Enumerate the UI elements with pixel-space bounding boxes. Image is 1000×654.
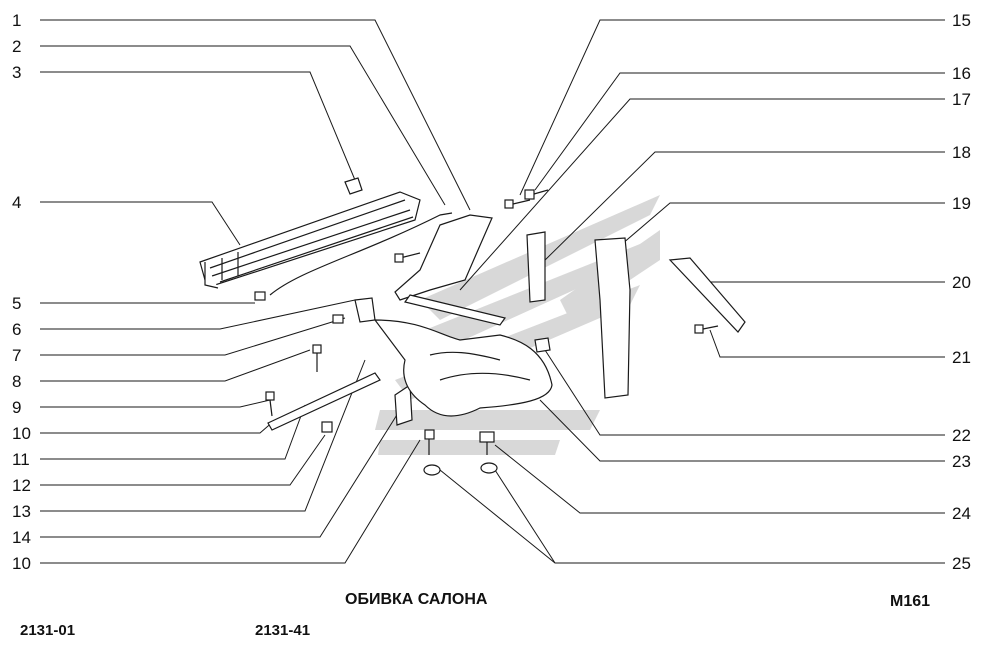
callout-8: 8 [12,372,22,391]
part-12-sill-plate [267,372,381,431]
callout-15: 15 [952,11,971,30]
callout-18: 18 [952,143,971,162]
callout-10-bottom: 10 [12,554,31,573]
callout-16: 16 [952,64,971,83]
parts [199,177,746,476]
callout-17: 17 [952,90,971,109]
leader-lines-right [439,19,945,564]
part-1-pillar-trim [394,214,493,301]
diagram-title: ОБИВКА САЛОНА [345,591,488,608]
part-18-pillar [526,231,546,303]
callout-24: 24 [952,504,971,523]
callout-3: 3 [12,63,22,82]
model-code-right: 2131-41 [255,622,311,639]
part-14-side-trim [394,383,413,426]
callout-23: 23 [952,452,971,471]
callout-2: 2 [12,37,22,56]
callout-6: 6 [12,320,22,339]
part-22-clip [534,337,551,353]
callout-22: 22 [952,426,971,445]
callout-25: 25 [952,554,971,573]
leader-lines-left [40,19,471,564]
part-6-bracket [354,297,376,323]
callout-10: 10 [12,424,31,443]
callout-20: 20 [952,273,971,292]
part-24-fastener [479,431,495,455]
part-20-strip [668,257,746,333]
part-11-nut [321,421,333,433]
part-2-rod [269,212,453,296]
diagram-code: M161 [890,593,931,610]
callout-13: 13 [12,502,31,521]
part-23-floor-trim [373,319,553,417]
part-25-washer-a [423,464,441,476]
callout-7: 7 [12,346,22,365]
callout-12: 12 [12,476,31,495]
part-3-clip [344,177,363,195]
callout-9: 9 [12,398,22,417]
screw-part-4 [394,252,421,263]
callout-1: 1 [12,11,22,30]
model-code-left: 2131-01 [20,622,76,639]
part-7-clip [332,314,344,324]
part-15-bolt [504,199,531,209]
part-8-screw [312,344,322,372]
part-21-screw [694,324,719,334]
part-19-b-pillar [594,237,631,399]
part-5-clip [254,291,266,301]
callout-5: 5 [12,294,22,313]
part-16-screw [524,189,549,200]
callout-21: 21 [952,348,971,367]
part-4-trim-strip [199,191,421,289]
callout-14: 14 [12,528,31,547]
part-10-screw [424,429,435,455]
part-9-screw [265,391,275,417]
callout-19: 19 [952,194,971,213]
part-17-strip [403,294,507,326]
callout-4: 4 [12,193,22,212]
part-25-washer-b [480,462,498,474]
callout-11: 11 [12,450,30,469]
